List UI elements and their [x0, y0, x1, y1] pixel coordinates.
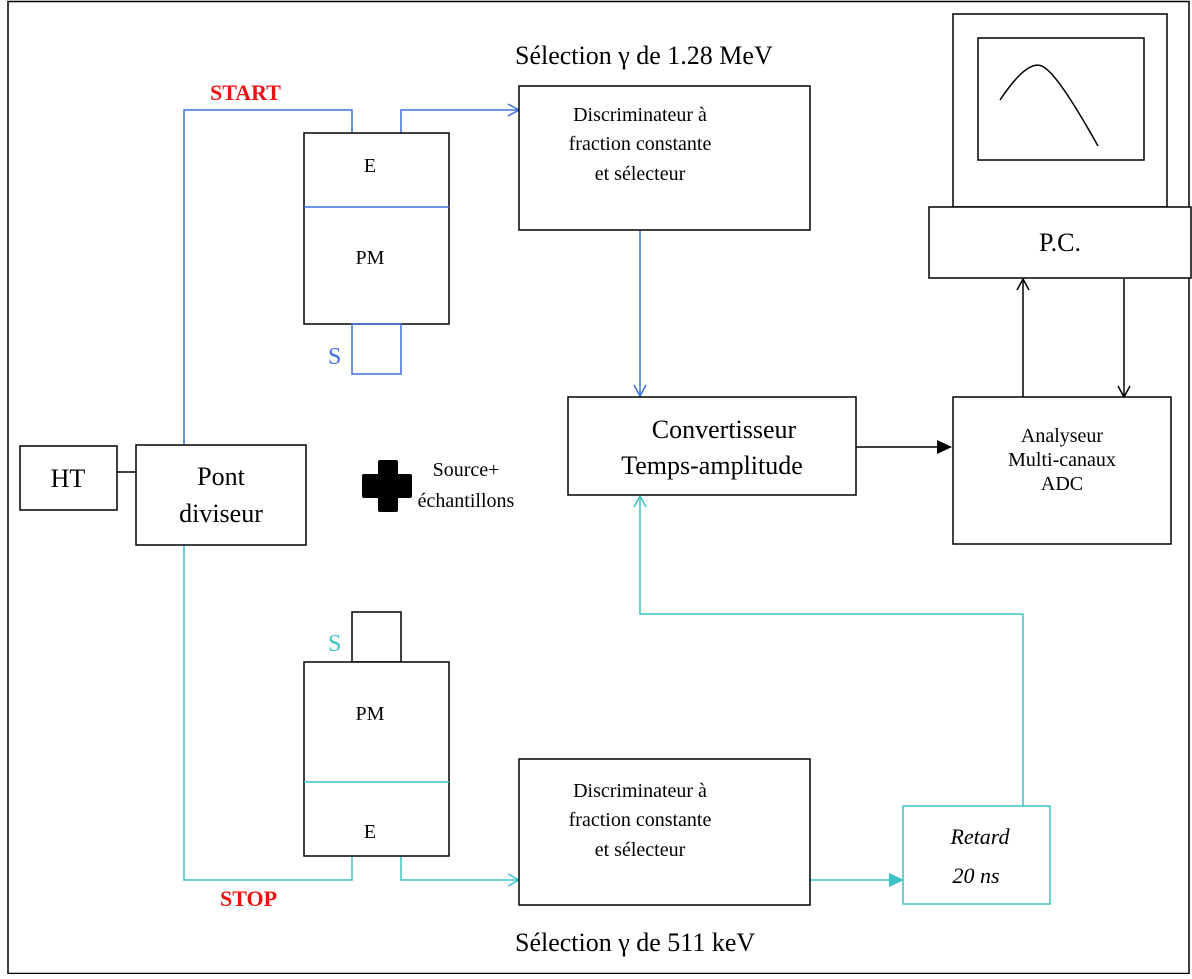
pm-bottom-pm-label: PM — [356, 703, 385, 725]
cross-icon — [362, 460, 412, 512]
pont-label-line2: diviseur — [179, 499, 263, 528]
mca-line2: Multi-canaux — [1008, 449, 1116, 471]
pont-label-line1: Pont — [197, 462, 245, 491]
pont-diviseur-block: Pont diviseur — [135, 444, 307, 546]
stop-label: STOP — [220, 886, 277, 911]
tac-block: Convertisseur Temps-amplitude — [567, 396, 857, 496]
mca-block: Analyseur Multi-canaux ADC — [952, 396, 1172, 545]
source-line1: Source+ — [433, 459, 500, 481]
tac-line2: Temps-amplitude — [621, 451, 803, 480]
disc-top-line3: et sélecteur — [595, 163, 686, 185]
selection-top-heading: Sélection γ de 1.28 MeV — [515, 41, 773, 70]
tac-line1: Convertisseur — [652, 415, 797, 444]
disc-bottom-line2: fraction constante — [569, 809, 712, 831]
pm-top: E PM S — [303, 132, 450, 375]
disc-bottom-line1: Discriminateur à — [573, 780, 707, 802]
retard-line1: Retard — [949, 824, 1010, 849]
monitor-icon — [952, 13, 1168, 208]
disc-bottom-line3: et sélecteur — [595, 839, 686, 861]
ht-label: HT — [51, 464, 86, 493]
disc-top-line2: fraction constante — [569, 133, 712, 155]
mca-line1: Analyseur — [1021, 425, 1104, 447]
black-wiring — [117, 277, 1131, 473]
start-label: START — [210, 80, 281, 105]
ht-block: HT — [19, 445, 118, 511]
pm-top-e-label: E — [364, 155, 376, 177]
pm-top-pm-label: PM — [356, 247, 385, 269]
start-wiring — [183, 103, 647, 445]
s-bottom-label: S — [328, 631, 341, 657]
spectrum-curve — [999, 64, 1099, 147]
disc-top-line1: Discriminateur à — [573, 104, 707, 126]
selection-bottom-heading: Sélection γ de 511 keV — [515, 928, 755, 957]
pm-bottom-e-label: E — [364, 821, 376, 843]
discriminator-top: Discriminateur à fraction constante et s… — [518, 85, 811, 231]
retard-block: Retard 20 ns — [902, 805, 1051, 905]
source-block: Source+ échantillons — [362, 459, 515, 512]
retard-line2: 20 ns — [952, 863, 999, 888]
stop-wiring — [183, 494, 1024, 887]
socket-bottom — [351, 611, 402, 663]
discriminator-bottom: Discriminateur à fraction constante et s… — [518, 758, 811, 906]
pm-bottom: S PM E — [303, 611, 450, 857]
socket-top — [351, 323, 402, 375]
source-line2: échantillons — [418, 490, 515, 512]
s-top-label: S — [328, 344, 341, 370]
pc-label: P.C. — [1039, 228, 1081, 257]
pc-block: P.C. — [928, 206, 1192, 279]
mca-line3: ADC — [1041, 473, 1083, 495]
